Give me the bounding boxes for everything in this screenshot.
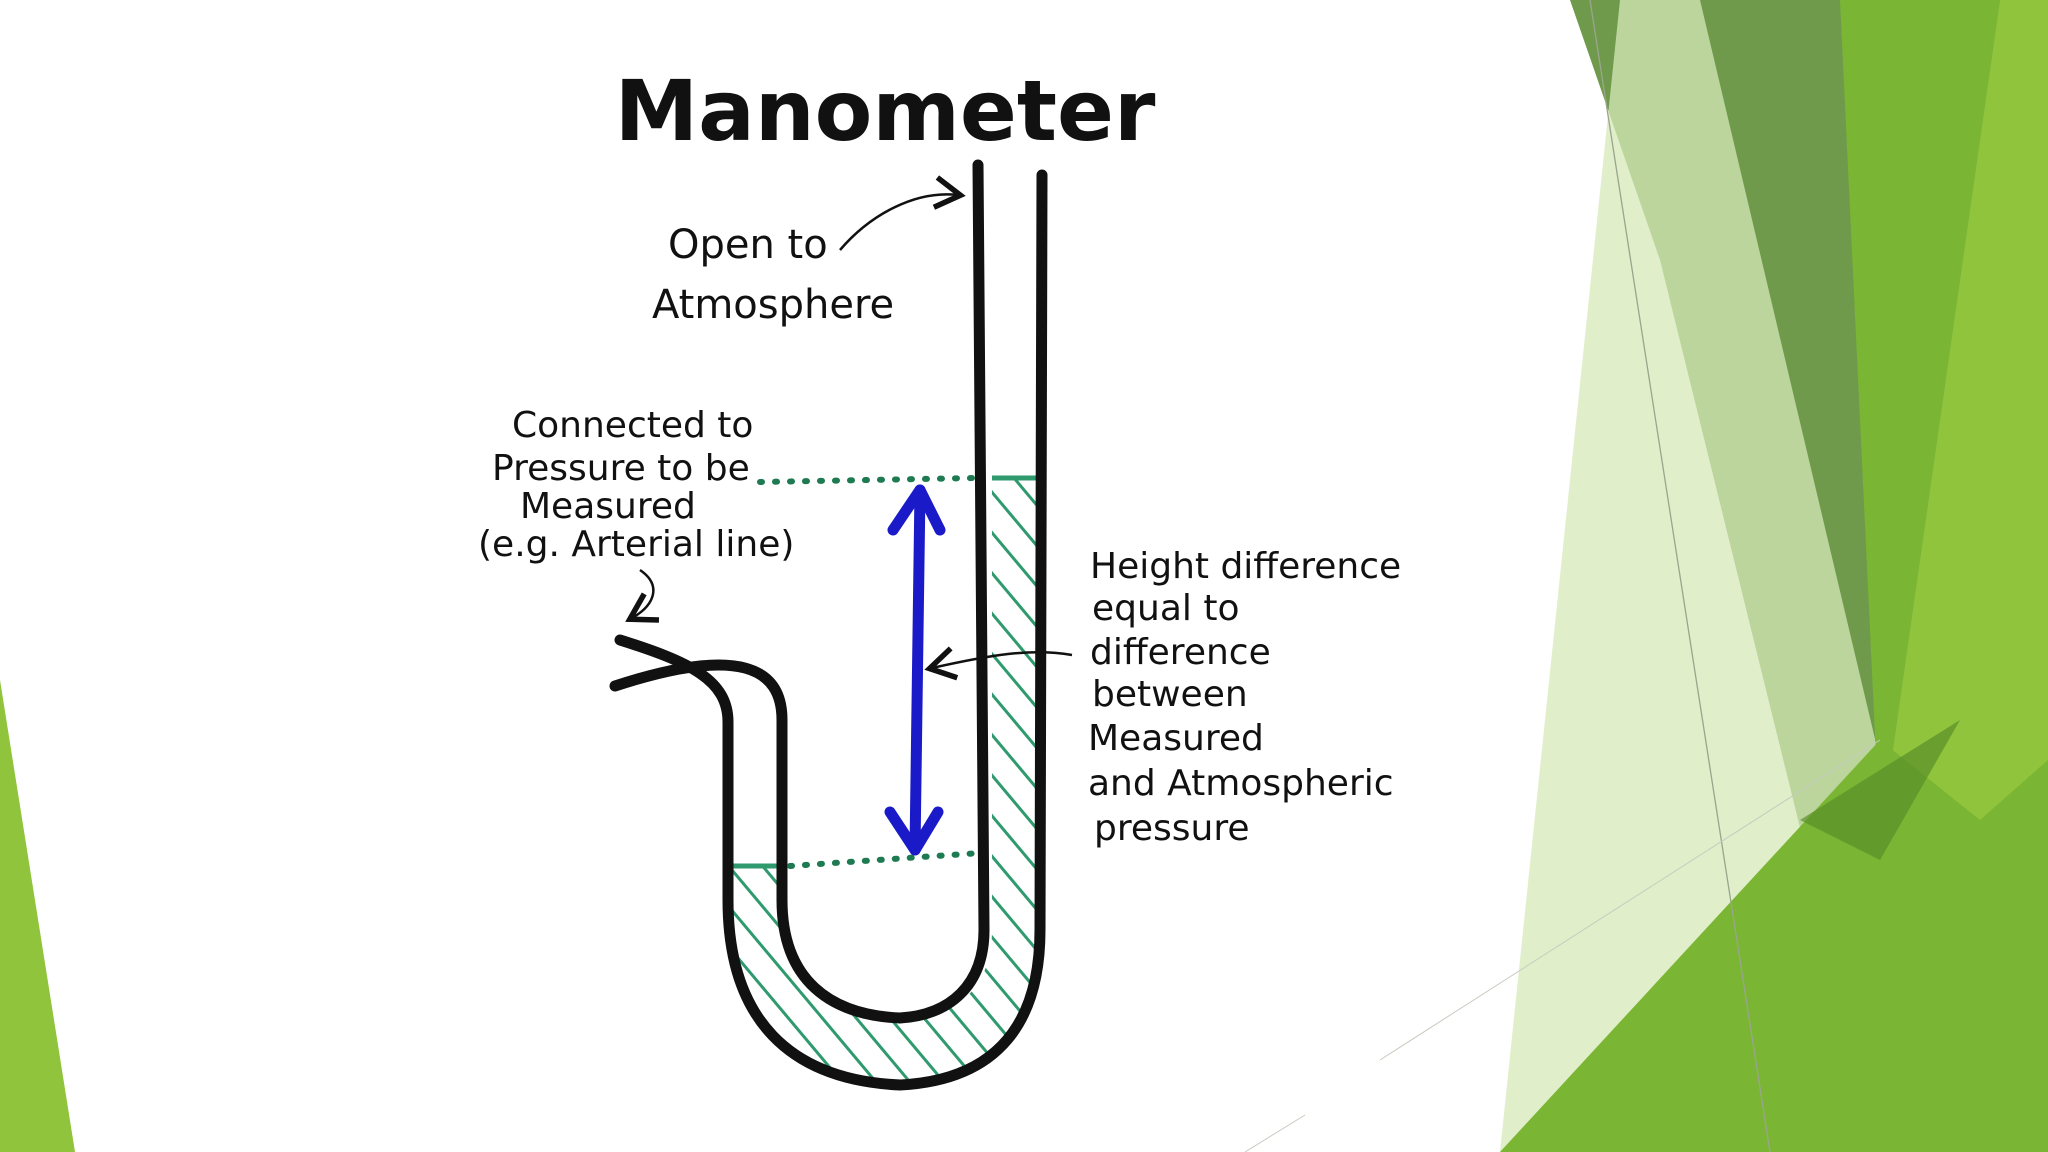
- arrow-shaft: [909, 484, 926, 856]
- diagram-title: Manometer: [615, 62, 1156, 160]
- facet-line-3: [1244, 1114, 1306, 1152]
- right-bottom-deep: [1800, 720, 1960, 860]
- facet-line-2: [1379, 739, 1881, 1061]
- height-line-7: pressure: [1094, 808, 1250, 849]
- arrow-head-top: [887, 484, 946, 536]
- upper-level-line: [757, 475, 978, 485]
- pointer-height-difference: [924, 646, 1073, 681]
- arrow-head-bottom: [884, 806, 944, 856]
- height-line-4: between: [1092, 674, 1248, 715]
- lower-level-line: [787, 850, 983, 869]
- manometer-tube: [609, 159, 1048, 1091]
- connected-line-1: Connected to: [512, 405, 753, 446]
- tube-inner-wall: [609, 159, 990, 1024]
- connected-line-4: (e.g. Arterial line): [478, 524, 794, 565]
- connected-line-2: Pressure to be: [492, 448, 750, 489]
- height-line-1: Height difference: [1090, 546, 1401, 587]
- label-connected-to-pressure: Connected to Pressure to be Measured (e.…: [478, 405, 794, 565]
- fluid-fill: [728, 478, 1040, 1080]
- pointer-connected: [625, 568, 660, 623]
- height-difference-arrow: [884, 484, 946, 856]
- right-facet-green: [1840, 0, 2000, 840]
- pointer-open-to-atmosphere: [839, 175, 966, 251]
- left-green-facet: [0, 680, 75, 1152]
- tube-outer-wall: [614, 169, 1048, 1091]
- height-line-5: Measured: [1088, 718, 1264, 759]
- connected-line-3: Measured: [520, 486, 696, 527]
- right-bottom-facet: [1500, 740, 2048, 1152]
- open-line-1: Open to: [668, 222, 828, 268]
- height-line-3: difference: [1090, 632, 1271, 673]
- facet-line-1: [1589, 0, 1771, 1152]
- label-open-to-atmosphere: Open to Atmosphere: [652, 222, 894, 328]
- label-height-difference: Height difference equal to difference be…: [1088, 546, 1401, 849]
- height-line-6: and Atmospheric: [1088, 763, 1394, 804]
- height-line-2: equal to: [1092, 588, 1239, 629]
- open-line-2: Atmosphere: [652, 282, 894, 328]
